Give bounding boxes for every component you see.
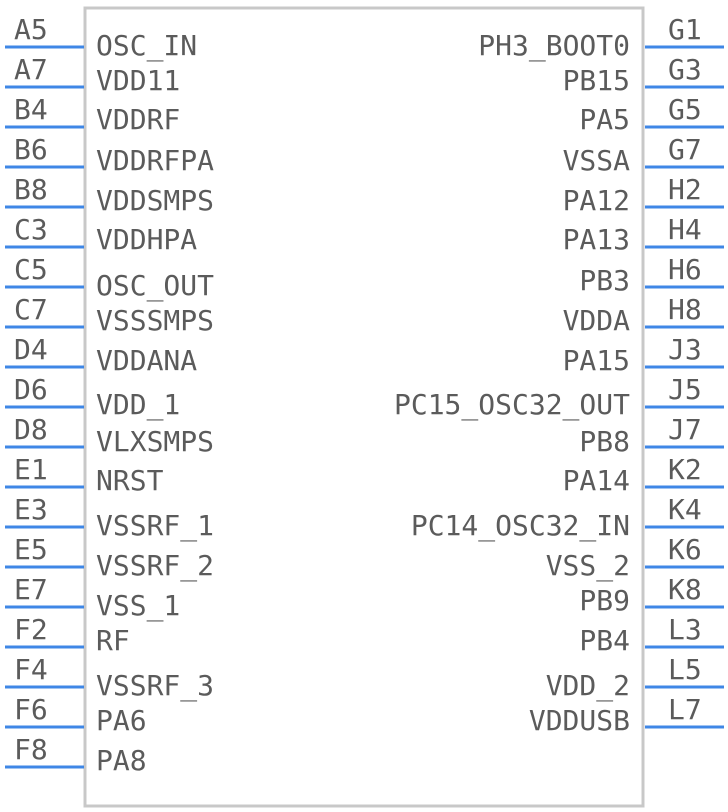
pin-number: C3 bbox=[14, 213, 48, 246]
pin-number: J5 bbox=[668, 373, 702, 406]
pin-number: B4 bbox=[14, 93, 48, 126]
pin-number: L7 bbox=[668, 693, 702, 726]
pin-signal: PB15 bbox=[563, 64, 630, 97]
pin-signal: VDDSMPS bbox=[96, 184, 214, 217]
pin-signal: VDD_2 bbox=[546, 669, 630, 703]
pin-signal: VSSSMPS bbox=[96, 304, 214, 337]
pin-signal: VLXSMPS bbox=[96, 425, 214, 458]
pin-signal: VSS_1 bbox=[96, 589, 180, 623]
pin-number: G7 bbox=[668, 133, 702, 166]
pin-number: H2 bbox=[668, 173, 702, 206]
pin-signal: NRST bbox=[96, 464, 164, 497]
pin-number: G5 bbox=[668, 93, 702, 126]
pin-number: F4 bbox=[14, 653, 48, 686]
pin-number: H4 bbox=[668, 213, 702, 246]
pin-signal: VDD_1 bbox=[96, 388, 180, 422]
pin-number: J7 bbox=[668, 413, 702, 446]
pin-signal: PB3 bbox=[579, 264, 630, 297]
pin-number: H6 bbox=[668, 253, 702, 286]
pin-number: A5 bbox=[14, 13, 48, 46]
pin-signal: PA15 bbox=[563, 344, 630, 377]
pin-number: D4 bbox=[14, 333, 48, 366]
pin-number: C7 bbox=[14, 293, 48, 326]
pin-number: L5 bbox=[668, 653, 702, 686]
pin-signal: VSSRF_2 bbox=[96, 549, 214, 583]
pin-signal: PA5 bbox=[579, 103, 630, 136]
pin-signal: VDDRF bbox=[96, 103, 180, 136]
pin-signal: OSC_IN bbox=[96, 29, 197, 63]
pin-signal: VDDHPA bbox=[96, 223, 197, 256]
pin-number: E5 bbox=[14, 533, 48, 566]
pin-signal: VSSRF_3 bbox=[96, 669, 214, 703]
pin-number: K4 bbox=[668, 493, 702, 526]
pin-number: K2 bbox=[668, 453, 702, 486]
pin-signal: PB9 bbox=[579, 584, 630, 617]
pin-number: A7 bbox=[14, 53, 48, 86]
pin-signal: OSC_OUT bbox=[96, 269, 214, 303]
pin-number: C5 bbox=[14, 253, 48, 286]
pin-signal: VDDUSB bbox=[529, 704, 630, 737]
pin-number: F2 bbox=[14, 613, 48, 646]
pin-number: B8 bbox=[14, 173, 48, 206]
pin-number: B6 bbox=[14, 133, 48, 166]
ic-body bbox=[83, 6, 645, 808]
pin-signal: VDDRFPA bbox=[96, 144, 214, 177]
pin-number: E1 bbox=[14, 453, 48, 486]
pin-number: G3 bbox=[668, 53, 702, 86]
pin-number: F6 bbox=[14, 693, 48, 726]
pin-signal: PA13 bbox=[563, 223, 630, 256]
pin-signal: VDD11 bbox=[96, 64, 180, 97]
pin-signal: PC15_OSC32_OUT bbox=[394, 388, 630, 422]
pin-number: E3 bbox=[14, 493, 48, 526]
pin-signal: PH3_BOOT0 bbox=[478, 29, 630, 63]
pin-signal: PA8 bbox=[96, 744, 147, 777]
pin-number: K8 bbox=[668, 573, 702, 606]
pin-number: H8 bbox=[668, 293, 702, 326]
pin-number: E7 bbox=[14, 573, 48, 606]
pin-signal: RF bbox=[96, 624, 130, 657]
pin-signal: PA12 bbox=[563, 184, 630, 217]
pin-number: D6 bbox=[14, 373, 48, 406]
pin-signal: VSSRF_1 bbox=[96, 509, 214, 543]
pin-signal: PC14_OSC32_IN bbox=[411, 509, 630, 543]
pin-signal: VSS_2 bbox=[546, 549, 630, 583]
pin-signal: VDDA bbox=[563, 304, 631, 337]
pin-signal: PB4 bbox=[579, 624, 630, 657]
pin-number: J3 bbox=[668, 333, 702, 366]
pin-signal: PA6 bbox=[96, 704, 147, 737]
pin-signal: VDDANA bbox=[96, 344, 197, 377]
pin-number: F8 bbox=[14, 733, 48, 766]
pin-number: D8 bbox=[14, 413, 48, 446]
pin-number: L3 bbox=[668, 613, 702, 646]
pin-signal: PB8 bbox=[579, 425, 630, 458]
pin-number: G1 bbox=[668, 13, 702, 46]
pin-signal: VSSA bbox=[563, 144, 631, 177]
pin-number: K6 bbox=[668, 533, 702, 566]
pin-signal: PA14 bbox=[563, 464, 630, 497]
